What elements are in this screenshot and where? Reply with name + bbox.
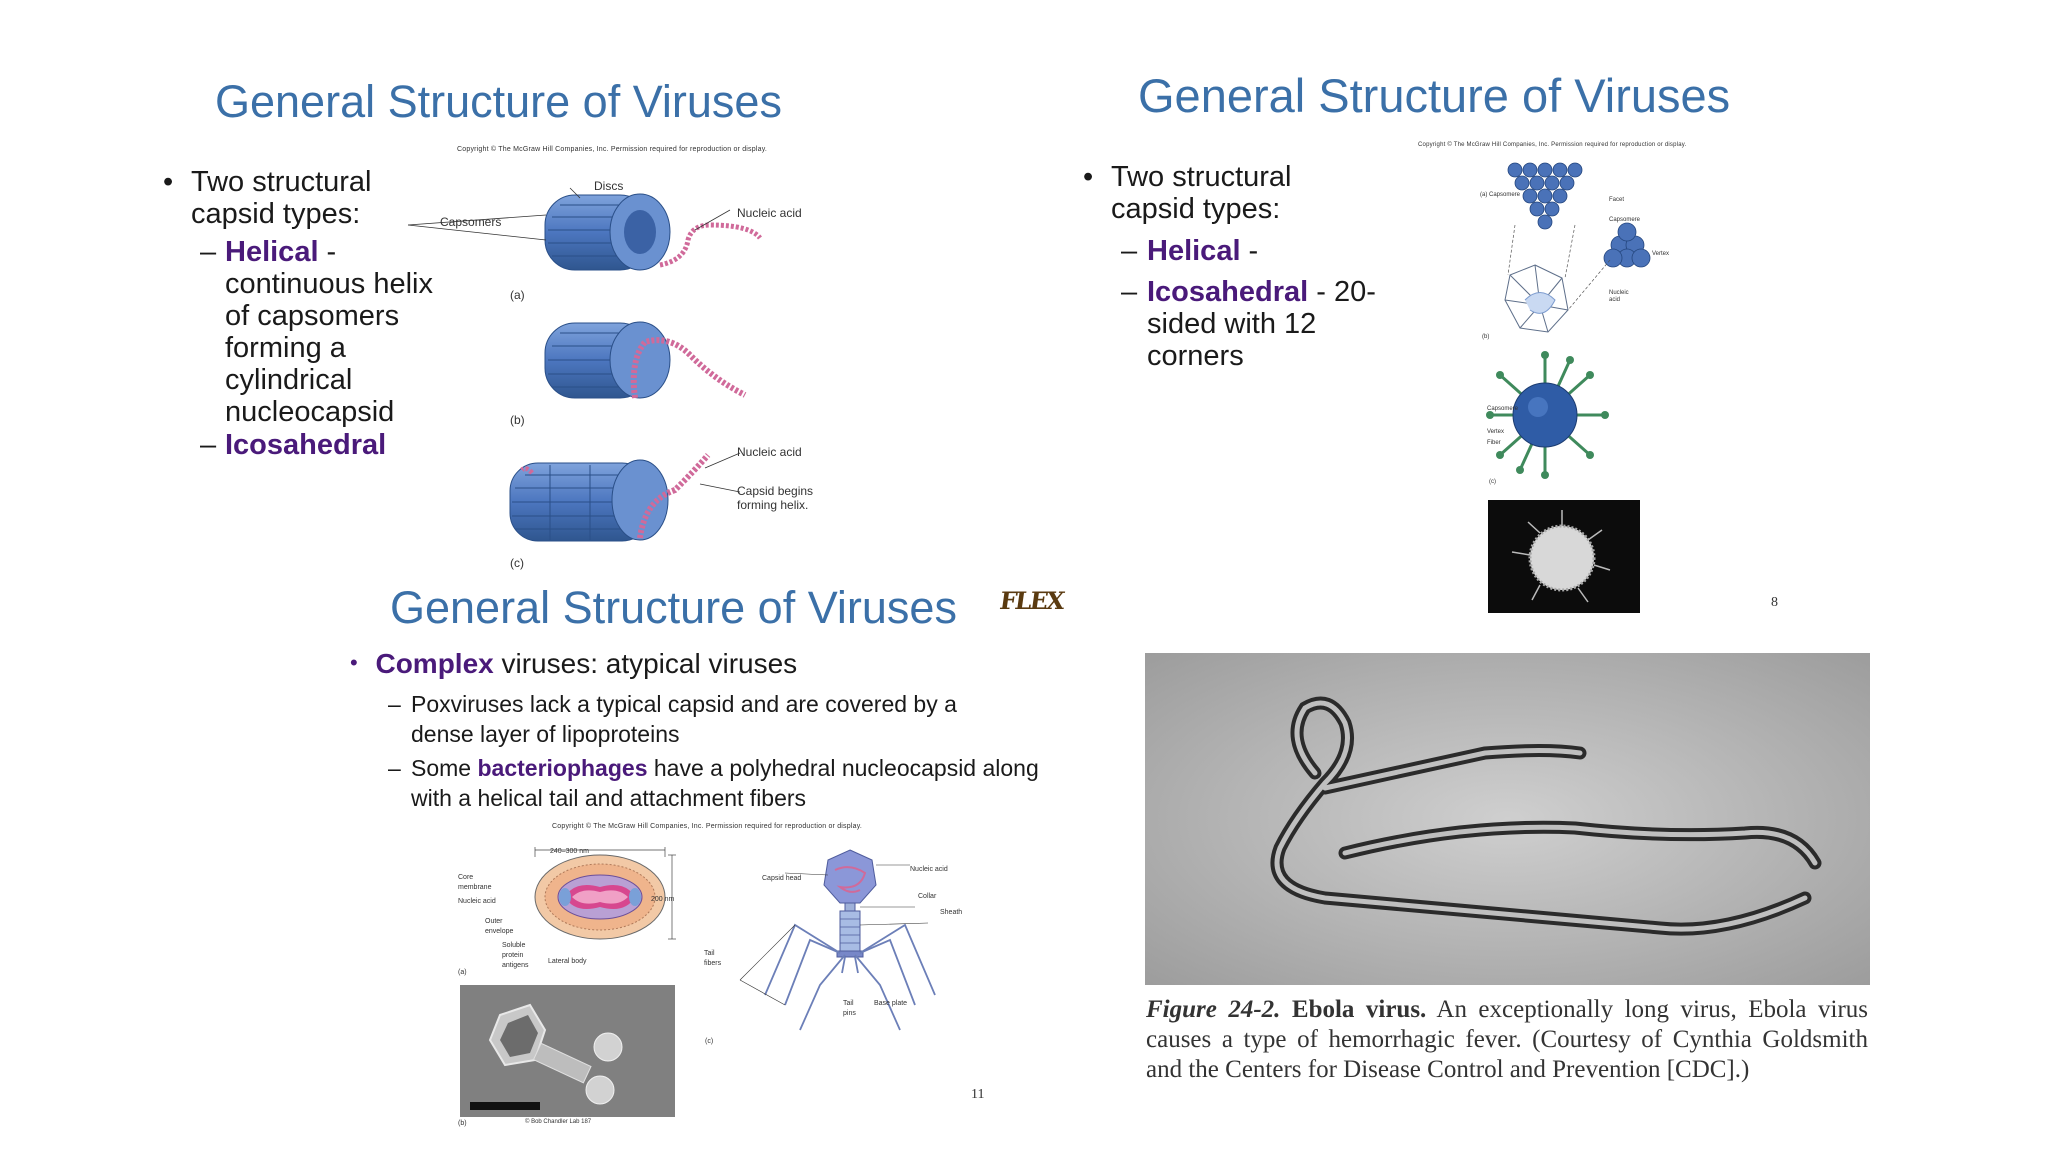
- label-b: (b): [510, 413, 525, 427]
- label-fiber: Fiber: [1487, 440, 1501, 446]
- term-helical-b: Helical: [1147, 235, 1241, 267]
- term-helical: Helical: [225, 236, 319, 268]
- slide-a-sub1: – Helical - continuous helix of capsomer…: [200, 236, 440, 428]
- dash: –: [388, 755, 401, 781]
- dash: –: [200, 236, 217, 268]
- phage-micrograph: [460, 985, 675, 1117]
- label-c-fig: (c): [1489, 479, 1496, 485]
- label-capsomers: Capsomers: [440, 215, 502, 229]
- label-pox-b: (b): [458, 1120, 467, 1127]
- dash: –: [1121, 276, 1138, 308]
- term-icosahedral: Icosahedral: [225, 429, 387, 461]
- slide-a-title: General Structure of Viruses: [215, 76, 782, 127]
- slide-a-bullet-text: Two structural capsid types:: [191, 166, 372, 230]
- label-collar: Collar: [918, 893, 937, 900]
- figure-caption-text: An exceptionally long virus, Ebola virus…: [1146, 996, 1868, 1083]
- helical-capsid-figure: [407, 187, 762, 542]
- bacteriophage-diagram: [739, 849, 936, 1031]
- complex-desc: viruses: atypical viruses: [493, 648, 798, 679]
- slide-b-bullet-text: Two structural capsid types:: [1111, 161, 1292, 225]
- slide-c-sub1: – Poxviruses lack a typical capsid and a…: [388, 689, 1028, 747]
- label-capsomere-2: Capsomere: [1487, 406, 1519, 412]
- label-sheath: Sheath: [940, 909, 963, 916]
- label-core-membrane: Core membrane: [458, 874, 492, 891]
- phage-pre: Some: [411, 755, 478, 781]
- label-tail-pins: Tail pins: [843, 1000, 856, 1017]
- label-phage-c: (c): [705, 1038, 714, 1045]
- label-nucleic-acid-b: Nucleic acid: [1609, 290, 1629, 303]
- label-capsid-begins: Capsid begins forming helix.: [737, 484, 814, 512]
- icosahedral-b-desc: - 20-sided with 12 corners: [1147, 276, 1376, 372]
- term-complex: Complex: [375, 648, 494, 679]
- slide-a-sub2: – Icosahedral: [200, 429, 440, 461]
- dash: –: [200, 429, 217, 461]
- label-facet: Facet: [1609, 197, 1625, 203]
- term-icosahedral-b: Icosahedral: [1147, 276, 1309, 308]
- figure-label: Figure 24-2.: [1146, 996, 1281, 1023]
- icosahedral-figure: [1486, 162, 1651, 613]
- term-bacteriophages: bacteriophages: [477, 755, 648, 781]
- figure-title: Ebola virus.: [1291, 996, 1427, 1023]
- bullet-dot: •: [350, 650, 358, 675]
- slide-a-bullet: • Two structural capsid types:: [163, 166, 443, 230]
- label-b-fig: (b): [1482, 334, 1490, 340]
- bullet-dot: •: [163, 166, 174, 198]
- label-discs: Discs: [594, 179, 624, 193]
- label-c: (c): [510, 556, 524, 570]
- slide-c-sub2: – Some bacteriophages have a polyhedral …: [388, 753, 1048, 811]
- slide-b-page-number: 8: [1771, 595, 1778, 610]
- label-pox-nucleic-acid: Nucleic acid: [458, 898, 496, 905]
- label-photo-credit: © Bob Chandler Lab 187: [525, 1119, 592, 1125]
- helical-b-desc: -: [1240, 235, 1259, 267]
- label-size-side: 200 nm: [651, 896, 675, 903]
- poxvirus-diagram: [534, 847, 676, 940]
- label-pox-a: (a): [458, 969, 467, 976]
- label-lateral-body: Lateral body: [548, 958, 587, 965]
- dash: –: [388, 691, 401, 717]
- slide-c-bullet: • Complex viruses: atypical viruses: [350, 648, 797, 680]
- label-base-plate: Base plate: [874, 1000, 908, 1007]
- slide-b-sub2: – Icosahedral - 20-sided with 12 corners: [1121, 276, 1421, 372]
- label-vertex-2: Vertex: [1487, 429, 1505, 435]
- poxvirus-text: Poxviruses lack a typical capsid and are…: [411, 691, 957, 747]
- label-vertex: Vertex: [1652, 251, 1670, 257]
- ebola-micrograph: [1145, 653, 1870, 985]
- label-nucleic-acid-c: Nucleic acid: [737, 445, 802, 459]
- label-capsid-head: Capsid head: [762, 875, 802, 882]
- helical-desc: - continuous helix of capsomers forming …: [225, 236, 433, 428]
- label-a-capsomere: (a) Capsomere: [1480, 192, 1521, 198]
- label-tail-fibers: Tail fibers: [704, 950, 722, 967]
- label-nucleic-acid-a: Nucleic acid: [737, 206, 802, 220]
- phage-post: have a polyhedral nucleocapsid along wit…: [411, 755, 1039, 811]
- slide-c-page-number: 11: [971, 1087, 985, 1102]
- ebola-caption: Figure 24-2. Ebola virus. An exceptional…: [1146, 995, 1868, 1085]
- label-soluble-protein: Soluble protein antigens: [502, 942, 529, 969]
- label-outer-envelope: Outer envelope: [485, 918, 514, 935]
- label-a: (a): [510, 288, 525, 302]
- slide-b-copyright: Copyright © The McGraw Hill Companies, I…: [1418, 142, 1687, 148]
- slide-b-sub1: – Helical -: [1121, 235, 1361, 267]
- slide-b-bullet: • Two structural capsid types:: [1083, 161, 1343, 225]
- slide-b-title: General Structure of Viruses: [1138, 69, 1731, 122]
- slide-c-copyright: Copyright © The McGraw Hill Companies, I…: [552, 823, 863, 830]
- flex-logo: FLEX: [997, 586, 1065, 615]
- label-size-top: 240–300 nm: [550, 848, 589, 855]
- dash: –: [1121, 235, 1138, 267]
- label-capsomere: Capsomere: [1609, 217, 1641, 223]
- bullet-dot: •: [1083, 161, 1094, 193]
- label-phage-nucleic-acid: Nucleic acid: [910, 866, 948, 873]
- slide-a-copyright: Copyright © The McGraw Hill Companies, I…: [457, 146, 768, 153]
- slide-c-title: General Structure of Viruses: [390, 582, 957, 633]
